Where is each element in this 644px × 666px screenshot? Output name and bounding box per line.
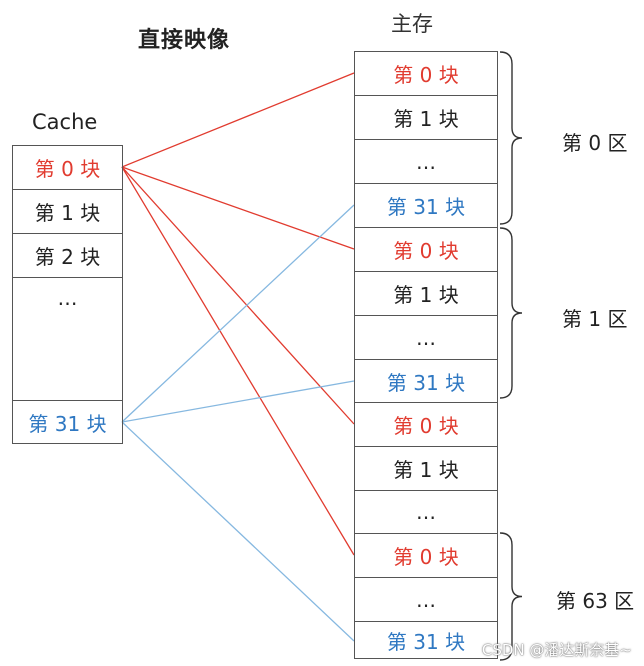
mem-block: 第 0 块 xyxy=(355,534,497,578)
diagram-title: 直接映像 xyxy=(138,27,231,53)
mem-ellipsis: … xyxy=(355,491,497,534)
zone-label-63: 第 63 区 xyxy=(556,589,635,613)
mem-block: 第 31 块 xyxy=(355,360,497,403)
mem-block: 第 1 块 xyxy=(355,96,497,140)
mapping-line-0-1 xyxy=(121,166,355,250)
cache-block-1: 第 1 块 xyxy=(13,190,122,234)
mapping-line-1-1 xyxy=(121,380,355,423)
mem-ellipsis: … xyxy=(355,316,497,360)
mapping-line-0-3 xyxy=(121,166,355,556)
zone-brace-2 xyxy=(499,532,523,661)
cache-label: Cache xyxy=(32,110,98,134)
zone-brace-0 xyxy=(499,51,523,225)
zone-brace-1 xyxy=(499,227,523,399)
memory-table: 第 0 块 第 1 块 … 第 31 块 第 0 块 第 1 块 … 第 31 … xyxy=(354,51,498,659)
cache-ellipsis: … xyxy=(13,278,122,401)
mem-block: 第 0 块 xyxy=(355,403,497,447)
zone-label-0: 第 0 区 xyxy=(562,131,628,155)
cache-block-31: 第 31 块 xyxy=(28,412,107,436)
mem-block: 第 1 块 xyxy=(355,447,497,491)
mem-block: 第 0 块 xyxy=(355,228,497,272)
mapping-line-0-0 xyxy=(121,72,355,168)
mem-block: 第 0 块 xyxy=(355,52,497,96)
mapping-line-0-2 xyxy=(121,166,355,425)
cache-block-0: 第 0 块 xyxy=(13,146,122,190)
cache-table: 第 0 块 第 1 块 第 2 块 … 第 31 块 xyxy=(12,145,123,444)
mem-ellipsis: … xyxy=(355,140,497,184)
mem-block: 第 31 块 xyxy=(355,184,497,228)
cache-block-2: 第 2 块 xyxy=(13,234,122,278)
memory-label: 主存 xyxy=(391,12,433,36)
mapping-line-1-0 xyxy=(121,204,355,423)
zone-label-1: 第 1 区 xyxy=(562,307,628,331)
watermark: CSDN @潘达斯奈基~ xyxy=(481,641,632,659)
mem-block: 第 31 块 xyxy=(386,629,466,654)
mem-ellipsis: … xyxy=(355,578,497,622)
mem-block: 第 1 块 xyxy=(355,272,497,316)
mapping-line-1-2 xyxy=(121,421,355,642)
